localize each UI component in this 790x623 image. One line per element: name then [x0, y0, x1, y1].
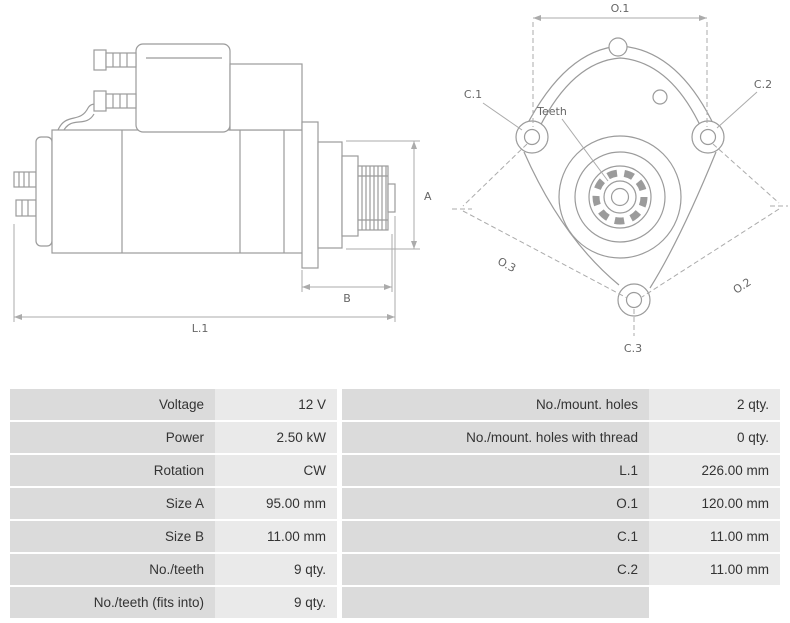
terminal-stud [13, 171, 37, 217]
dim-label-b: B [343, 292, 351, 305]
spec-value-power: 2.50 kW [215, 422, 337, 453]
spec-value-empty [649, 587, 780, 618]
spec-label-c1: C.1 [342, 521, 649, 552]
mounting-hole-top-right [691, 120, 725, 154]
rear-end-cap [35, 136, 53, 247]
dim-label-o2: O.2 [731, 276, 754, 297]
dim-label-c3: C.3 [624, 342, 642, 355]
spec-label-rotation: Rotation [10, 455, 215, 486]
dim-label-o3: O.3 [495, 255, 518, 275]
solenoid [135, 43, 231, 133]
mounting-hole-top-left [515, 120, 549, 154]
front-dim-solid [482, 15, 758, 182]
motor-body [51, 129, 306, 254]
spec-value-size-b: 11.00 mm [215, 521, 337, 552]
solenoid-bolt [93, 49, 137, 71]
side-dimensions [13, 140, 420, 322]
spec-label-teeth: No./teeth [10, 554, 215, 585]
front-dim-dashed [452, 22, 788, 336]
spec-value-teeth-fits-into: 9 qty. [215, 587, 337, 618]
spec-value-rotation: CW [215, 455, 337, 486]
dim-label-c2: C.2 [754, 78, 772, 91]
spec-label-voltage: Voltage [10, 389, 215, 420]
spec-value-o1: 120.00 mm [649, 488, 780, 519]
technical-drawing: A B L.1 [13, 2, 788, 355]
boss-circle [608, 37, 628, 57]
front-view [515, 37, 725, 317]
boss-circle [652, 89, 668, 105]
spec-value-mount-holes: 2 qty. [649, 389, 780, 420]
spec-value-size-a: 95.00 mm [215, 488, 337, 519]
spec-value-teeth: 9 qty. [215, 554, 337, 585]
teeth-label: Teeth [536, 105, 567, 118]
spec-label-l1: L.1 [342, 455, 649, 486]
mounting-flange [301, 121, 319, 269]
spec-label-size-b: Size B [10, 521, 215, 552]
spec-table: Voltage 12 V No./mount. holes 2 qty. Pow… [10, 389, 780, 618]
side-view [13, 43, 396, 269]
spec-label-c2: C.2 [342, 554, 649, 585]
dim-label-c1: C.1 [464, 88, 482, 101]
pinion-gear [357, 165, 396, 231]
housing-arch [518, 45, 722, 142]
wire [63, 113, 95, 131]
solenoid-bolt [93, 90, 137, 112]
spec-label-size-a: Size A [10, 488, 215, 519]
dim-label-o1: O.1 [611, 2, 630, 15]
drive-bracket [229, 63, 303, 131]
spec-value-c2: 11.00 mm [649, 554, 780, 585]
spec-value-l1: 226.00 mm [649, 455, 780, 486]
spec-label-teeth-fits-into: No./teeth (fits into) [10, 587, 215, 618]
dim-label-a: A [424, 190, 432, 203]
spec-value-mount-holes-thread: 0 qty. [649, 422, 780, 453]
spec-label-empty [342, 587, 649, 618]
dim-label-l1: L.1 [192, 322, 209, 335]
spec-label-power: Power [10, 422, 215, 453]
spec-label-o1: O.1 [342, 488, 649, 519]
spec-label-mount-holes: No./mount. holes [342, 389, 649, 420]
nose-cone [317, 141, 343, 249]
spec-label-mount-holes-thread: No./mount. holes with thread [342, 422, 649, 453]
spec-value-c1: 11.00 mm [649, 521, 780, 552]
mounting-hole-bottom [617, 283, 651, 317]
spec-value-voltage: 12 V [215, 389, 337, 420]
drive-gear [558, 135, 682, 259]
